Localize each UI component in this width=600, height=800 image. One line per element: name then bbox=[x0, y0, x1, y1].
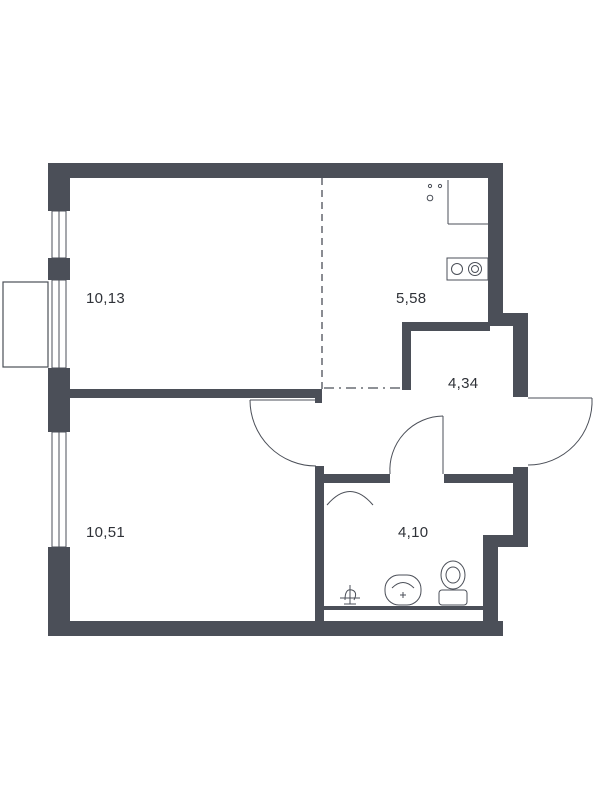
doors bbox=[249, 397, 593, 475]
kitchen-fixtures bbox=[426, 180, 489, 281]
windows bbox=[51, 210, 67, 548]
interior-walls bbox=[70, 322, 520, 636]
balcony bbox=[2, 281, 49, 368]
bathroom-area-label: 4,10 bbox=[398, 524, 428, 541]
room-large-area-label: 10,13 bbox=[86, 290, 125, 307]
room-small-area-label: 10,51 bbox=[86, 524, 125, 541]
kitchen-area-label: 5,58 bbox=[396, 290, 426, 307]
area-labels: 10,13 5,58 4,34 10,51 4,10 bbox=[86, 290, 478, 541]
bathroom-fixtures bbox=[326, 491, 468, 606]
hall-area-label: 4,34 bbox=[448, 375, 478, 392]
outer-walls bbox=[48, 163, 528, 636]
